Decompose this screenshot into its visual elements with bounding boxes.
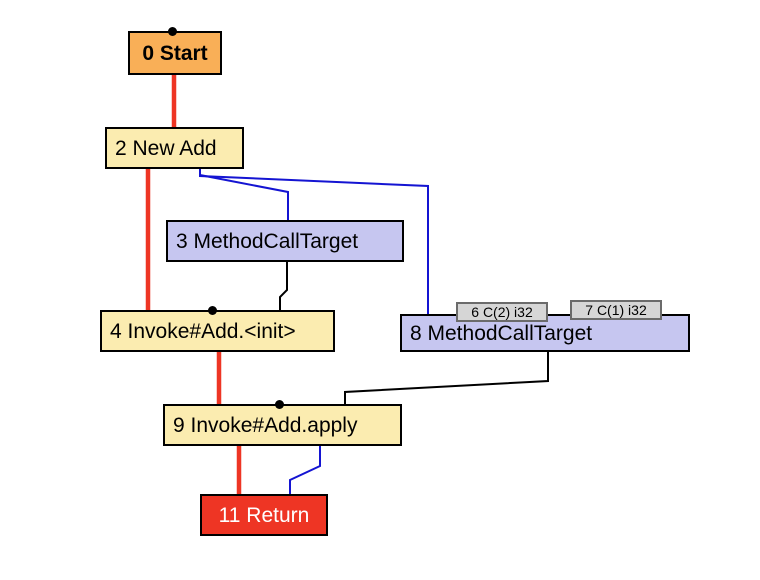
graph-node-start[interactable]: 0 Start <box>128 31 222 75</box>
const-node-label: 6 C(2) i32 <box>471 304 533 320</box>
graph-edge <box>344 352 549 404</box>
graph-edge <box>289 446 321 494</box>
node-anchor-dot <box>207 305 217 315</box>
graph-node-const-7[interactable]: 7 C(1) i32 <box>570 300 662 320</box>
graph-node-invoke-init[interactable]: 4 Invoke#Add.<init> <box>100 310 335 352</box>
node-label: 3 MethodCallTarget <box>176 229 359 253</box>
graph-node-return[interactable]: 11 Return <box>200 494 328 536</box>
graph-edge <box>199 169 429 314</box>
node-anchor-dot <box>274 399 284 409</box>
graph-node-invoke-apply[interactable]: 9 Invoke#Add.apply <box>163 404 402 446</box>
node-label: 4 Invoke#Add.<init> <box>110 319 296 343</box>
graph-node-methodcalltarget-3[interactable]: 3 MethodCallTarget <box>166 220 404 262</box>
graph-edge <box>279 262 288 310</box>
graph-node-const-6[interactable]: 6 C(2) i32 <box>456 302 548 322</box>
node-label: 2 New Add <box>115 136 217 160</box>
const-node-label: 7 C(1) i32 <box>585 302 647 318</box>
node-label: 9 Invoke#Add.apply <box>173 413 358 437</box>
node-anchor-dot <box>167 26 177 36</box>
graph-node-new-add[interactable]: 2 New Add <box>105 127 244 169</box>
node-label: 11 Return <box>218 503 310 527</box>
node-label: 8 MethodCallTarget <box>410 321 593 345</box>
graph-node-methodcalltarget-8[interactable]: 8 MethodCallTarget <box>400 314 690 352</box>
node-label: 0 Start <box>142 41 208 65</box>
